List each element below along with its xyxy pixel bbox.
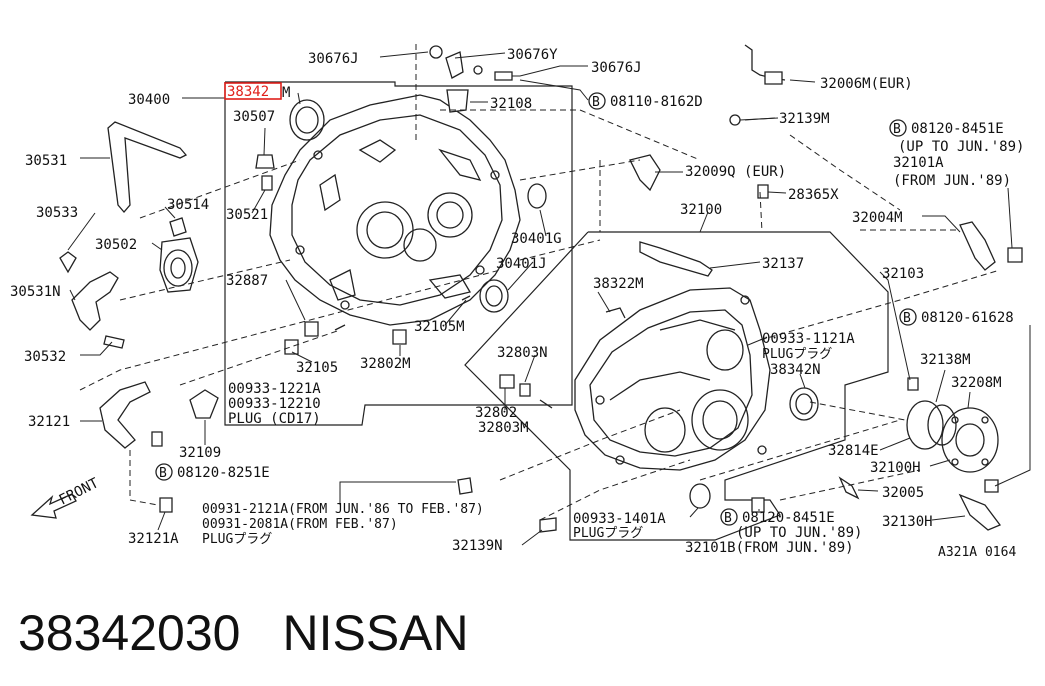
part-number: 38342030 (18, 605, 241, 661)
label-38342-highlighted: 38342 (227, 84, 269, 100)
label-08120-61628: 08120-61628 (921, 310, 1014, 326)
label-32100H: 32100H (870, 460, 921, 476)
label-note: (FROM JUN.'89) (893, 173, 1011, 189)
label-00933-12210: 00933-12210 (228, 396, 321, 412)
label-32100: 32100 (680, 202, 722, 218)
label-32802M: 32802M (360, 356, 411, 372)
label-30502: 30502 (95, 237, 137, 253)
label-32105: 32105 (296, 360, 338, 376)
transmission-case (457, 154, 819, 533)
label-32005: 32005 (882, 485, 924, 501)
label-32101B: 32101B(FROM JUN.'89) (685, 540, 854, 556)
label-plug: PLUGプラグ (202, 532, 272, 547)
label-30676J: 30676J (591, 60, 642, 76)
label-00931-2081A: 00931-2081A(FROM FEB.'87) (202, 517, 398, 532)
label-30521: 30521 (226, 207, 268, 223)
label-32887: 32887 (226, 273, 268, 289)
label-32130H: 32130H (882, 514, 933, 530)
shift-fork-parts (59, 121, 199, 349)
label-32121: 32121 (28, 414, 70, 430)
label-08120-8451E: 08120-8451E (742, 510, 835, 526)
label-08110-8162D: 08110-8162D (610, 94, 703, 110)
circled-b-icon: B (588, 92, 606, 110)
front-arrow-icon: FRONT (30, 475, 102, 519)
label-30507: 30507 (233, 109, 275, 125)
label-32108: 32108 (490, 96, 532, 112)
label-30531N: 30531N (10, 284, 61, 300)
label-38342N: 38342N (770, 362, 821, 378)
label-32208M: 32208M (951, 375, 1002, 391)
label-30533: 30533 (36, 205, 78, 221)
label-32101A: 32101A (893, 155, 944, 171)
part-title: 38342030 NISSAN (18, 598, 1018, 668)
label-32109: 32109 (179, 445, 221, 461)
label-30400: 30400 (128, 92, 170, 108)
label-32803N: 32803N (497, 345, 548, 361)
label-38322M: 38322M (593, 276, 644, 292)
svg-text:B: B (724, 511, 732, 526)
svg-text:B: B (893, 122, 901, 137)
label-30401J: 30401J (496, 256, 547, 272)
label-32138M: 32138M (920, 352, 971, 368)
parts-diagram: FRONT 30676J 30676Y 30676J 32006M(EUR) 3… (10, 44, 1031, 560)
label-plug: PLUGプラグ (762, 347, 832, 362)
label-08120-8251E: 08120-8251E (177, 465, 270, 481)
label-32009Q: 32009Q (EUR) (685, 164, 786, 180)
extension-housing (751, 221, 1023, 531)
label-32139N: 32139N (452, 538, 503, 554)
circled-b-icon: B (889, 119, 907, 137)
sensor-32006M (729, 44, 786, 126)
label-00933-1401A: 00933-1401A (573, 511, 666, 527)
svg-text:B: B (592, 95, 600, 110)
circled-b-icon: B (720, 508, 738, 526)
label-plug: PLUGプラグ (573, 526, 643, 541)
label-32803M: 32803M (478, 420, 529, 436)
label-32103: 32103 (882, 266, 924, 282)
label-32006M: 32006M(EUR) (820, 76, 913, 92)
label-30401G: 30401G (511, 231, 562, 247)
assembly-lines (79, 109, 1001, 521)
label-30514: 30514 (167, 197, 209, 213)
label-32802: 32802 (475, 405, 517, 421)
label-32121A: 32121A (128, 531, 179, 547)
label-00933-1221A: 00933-1221A (228, 381, 321, 397)
label-30531: 30531 (25, 153, 67, 169)
label-32105M: 32105M (414, 319, 465, 335)
case-group-frame (464, 231, 889, 541)
label-08120-8451E: 08120-8451E (911, 121, 1004, 137)
label-32137: 32137 (762, 256, 804, 272)
label-note: (UP TO JUN.'89) (736, 525, 862, 541)
label-30676Y: 30676Y (507, 47, 558, 63)
front-label: FRONT (57, 475, 102, 509)
diagram-code: A321A 0164 (938, 545, 1016, 560)
svg-text:B: B (903, 311, 911, 326)
top-bolts (415, 44, 513, 140)
housing-group-frame (182, 81, 573, 426)
label-32139M: 32139M (779, 111, 830, 127)
highlight-box (224, 82, 282, 100)
bracket-parts (99, 381, 219, 513)
label-30676J: 30676J (308, 51, 359, 67)
label-32814E: 32814E (828, 443, 879, 459)
circled-b-icon: B (899, 308, 917, 326)
label-plug-cd17: PLUG (CD17) (228, 411, 321, 427)
part-labels: 30676J 30676Y 30676J 32006M(EUR) 30400 3… (10, 47, 1024, 560)
label-00933-1121A: 00933-1121A (762, 331, 855, 347)
label-note: (UP TO JUN.'89) (898, 139, 1024, 155)
label-32004M: 32004M (852, 210, 903, 226)
label-38342-suffix: M (282, 85, 290, 101)
leader-lines (67, 51, 1031, 546)
label-00931-2121A: 00931-2121A(FROM JUN.'86 TO FEB.'87) (202, 502, 484, 517)
label-28365X: 28365X (788, 187, 839, 203)
label-30532: 30532 (24, 349, 66, 365)
brand-name: NISSAN (282, 605, 469, 661)
svg-text:B: B (159, 466, 167, 481)
clutch-housing (255, 89, 547, 355)
circled-b-icon: B (155, 463, 173, 481)
